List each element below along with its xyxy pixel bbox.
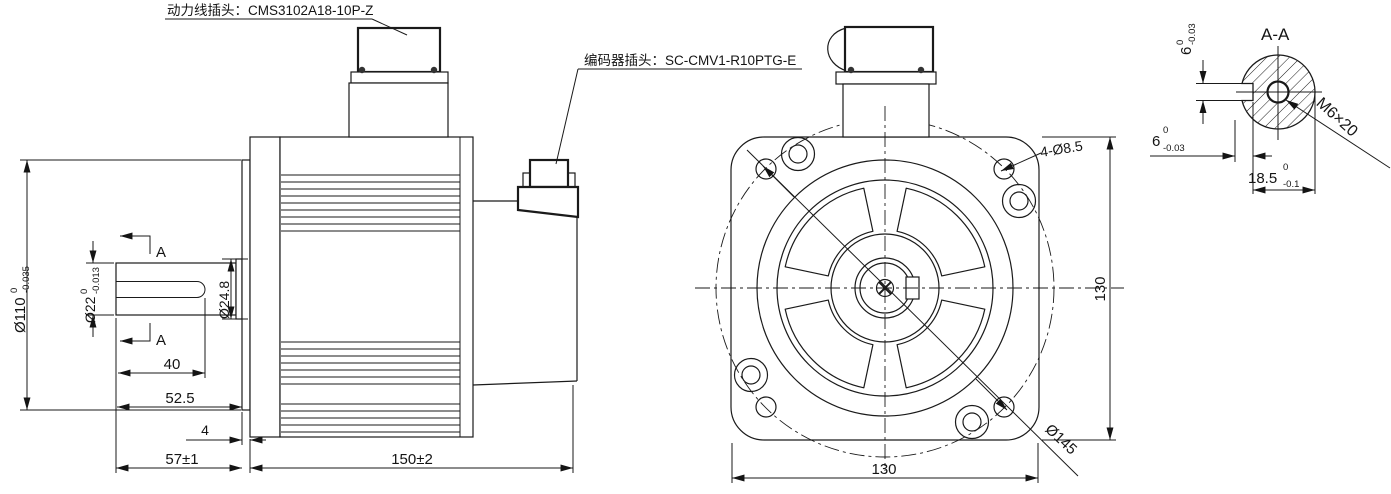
dim-flange-height: 130 [1092, 276, 1109, 301]
encoder-base [516, 185, 580, 219]
dim-pilot-depth: 4 [201, 422, 209, 438]
svg-text:-0.013: -0.013 [91, 267, 102, 294]
side-view-dimensions: Ø110 0 -0.035 Ø22 0 -0.013 Ø24.8 [9, 159, 574, 473]
dim-key-depth: 6 0 -0.03 [1152, 125, 1185, 154]
section-mark-bottom: A [156, 332, 166, 349]
svg-text:0: 0 [1283, 162, 1288, 173]
power-flange-front [835, 71, 937, 85]
dim-flange-width: 130 [871, 461, 896, 478]
svg-text:6: 6 [1152, 133, 1160, 150]
mounting-holes [755, 158, 1015, 418]
power-plug-front [843, 25, 935, 74]
keyway-slot [116, 281, 206, 298]
svg-text:0: 0 [1175, 40, 1186, 45]
cover-spoke-cutouts [784, 187, 986, 389]
svg-text:0: 0 [9, 288, 20, 293]
dim-mounting-holes: 4-Ø8.5 [1039, 137, 1084, 160]
side-view: A A Ø110 0 -0.035 Ø22 0 -0.013 [9, 26, 580, 473]
connector-screw [358, 66, 366, 74]
connector-screw [847, 66, 855, 74]
cooling-fins [281, 137, 461, 437]
svg-text:18.5: 18.5 [1248, 170, 1277, 187]
svg-text:130: 130 [1092, 276, 1109, 301]
encoder-connector [516, 158, 580, 219]
power-connector-callout: 动力线插头：CMS3102A18-10P-Z [167, 3, 373, 18]
dim-body-length: 150±2 [391, 451, 433, 468]
dim-shaft-length: 52.5 [165, 390, 194, 407]
svg-text:Ø110: Ø110 [12, 297, 29, 333]
encoder-plug [528, 158, 570, 189]
power-connector-front [827, 25, 937, 138]
svg-text:-0.1: -0.1 [1283, 179, 1299, 190]
encoder-connector-callout: 编码器插头：SC-CMV1-R10PTG-E [584, 53, 796, 68]
svg-text:-0.03: -0.03 [1187, 23, 1198, 45]
front-view: 130 130 Ø145 4-Ø8.5 [695, 25, 1124, 483]
dim-shaft-dia: Ø22 0 -0.013 [79, 267, 102, 323]
dim-shaft-flat: 18.5 0 -0.1 [1248, 162, 1299, 190]
shaft-boss [235, 258, 243, 320]
svg-text:Ø24.8: Ø24.8 [216, 281, 232, 319]
svg-text:-0.035: -0.035 [21, 266, 32, 293]
dim-key-width: 6 0 -0.03 [1175, 23, 1198, 55]
svg-text:0: 0 [1163, 125, 1168, 136]
svg-text:0: 0 [79, 289, 90, 294]
cover-screw-tabs [733, 136, 1037, 440]
motor-body [279, 136, 474, 438]
section-mark-top: A [156, 244, 166, 261]
svg-text:4-Ø8.5: 4-Ø8.5 [1039, 137, 1084, 160]
svg-text:Ø22: Ø22 [82, 296, 98, 323]
power-plug [356, 26, 442, 74]
shaft [115, 262, 237, 316]
section-title: A-A [1261, 25, 1290, 44]
rear-housing [472, 200, 578, 386]
dim-pilot-dia: Ø110 0 -0.035 [9, 266, 32, 333]
dim-shaft-extension: 57±1 [165, 451, 198, 468]
power-connector-side [348, 26, 449, 138]
flange-pilot [241, 159, 251, 411]
connector-screw [917, 66, 925, 74]
flange-plate [249, 136, 281, 438]
power-base [348, 82, 449, 138]
section-view-aa: A-A 6 0 -0.03 6 0 -0.03 [1150, 23, 1391, 194]
dim-boss-dia: Ø24.8 [216, 281, 232, 319]
svg-text:6: 6 [1178, 47, 1195, 55]
section-cut-marks: A A [120, 232, 166, 349]
power-base-front [842, 83, 930, 138]
power-flange [350, 71, 449, 84]
callouts: 动力线插头：CMS3102A18-10P-Z 编码器插头：SC-CMV1-R10… [165, 3, 802, 165]
dim-keyway-length: 40 [164, 356, 181, 373]
connector-screw [430, 66, 438, 74]
svg-text:-0.03: -0.03 [1163, 143, 1185, 154]
cable-boot [827, 27, 848, 72]
